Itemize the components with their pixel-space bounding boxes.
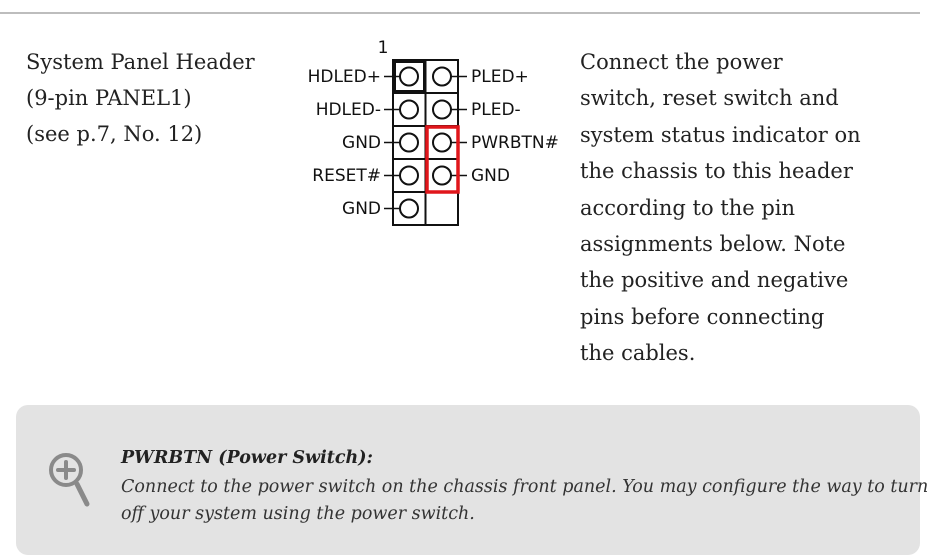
label-pled-plus: PLED+ xyxy=(471,67,529,87)
description-line: the cables. xyxy=(580,341,696,366)
label-gnd-bottom: GND xyxy=(342,199,381,219)
pin-reset xyxy=(399,165,419,186)
top-divider xyxy=(0,12,920,14)
description-line: pins before connecting xyxy=(580,304,825,329)
pin-gnd-bottom xyxy=(399,198,419,219)
pin-header-svg: 1 HDLED+ HDLED- xyxy=(308,38,559,226)
pin-gnd-right xyxy=(432,165,452,186)
header-title: System Panel Header xyxy=(26,50,255,74)
pwrbtn-highlight xyxy=(425,125,460,194)
description-line: according to the pin xyxy=(580,195,796,220)
note-text-line: off your system using the power switch. xyxy=(121,504,475,524)
label-hdled-plus: HDLED+ xyxy=(308,67,381,87)
header-title-block: System Panel Header (9-pin PANEL1) (see … xyxy=(26,44,286,152)
note-box xyxy=(16,405,920,555)
pin-hdled-plus xyxy=(399,66,419,87)
description-line: system status indicator on xyxy=(580,122,861,147)
pin-pled-plus xyxy=(432,66,452,87)
description-block: Connect the power switch, reset switch a… xyxy=(580,44,900,372)
note-text-line: Connect to the power switch on the chass… xyxy=(121,477,929,497)
pin1-marker: 1 xyxy=(378,38,389,58)
label-gnd-right: GND xyxy=(471,166,510,186)
header-page-ref: (see p.7, No. 12) xyxy=(26,122,203,146)
pin-diagram: 1 HDLED+ HDLED- xyxy=(290,36,580,236)
pin-gnd-left xyxy=(399,132,419,153)
header-pin-count: (9-pin PANEL1) xyxy=(26,86,192,110)
label-reset: RESET# xyxy=(312,166,381,186)
note-title: PWRBTN (Power Switch): xyxy=(121,448,373,468)
label-pwrbtn: PWRBTN# xyxy=(471,133,559,153)
label-pled-minus: PLED- xyxy=(471,100,521,120)
description-line: Connect the power xyxy=(580,50,783,74)
label-hdled-minus: HDLED- xyxy=(316,100,381,120)
pin-hdled-minus xyxy=(399,99,419,120)
pin-pwrbtn xyxy=(432,132,452,153)
pin-pled-minus xyxy=(432,99,452,120)
label-gnd-left: GND xyxy=(342,133,381,153)
description-line: assignments below. Note xyxy=(580,232,846,257)
magnifier-plus-icon xyxy=(49,453,90,507)
description-line: switch, reset switch and xyxy=(580,86,839,111)
description-line: the positive and negative xyxy=(580,268,849,293)
description-line: the chassis to this header xyxy=(580,159,853,184)
